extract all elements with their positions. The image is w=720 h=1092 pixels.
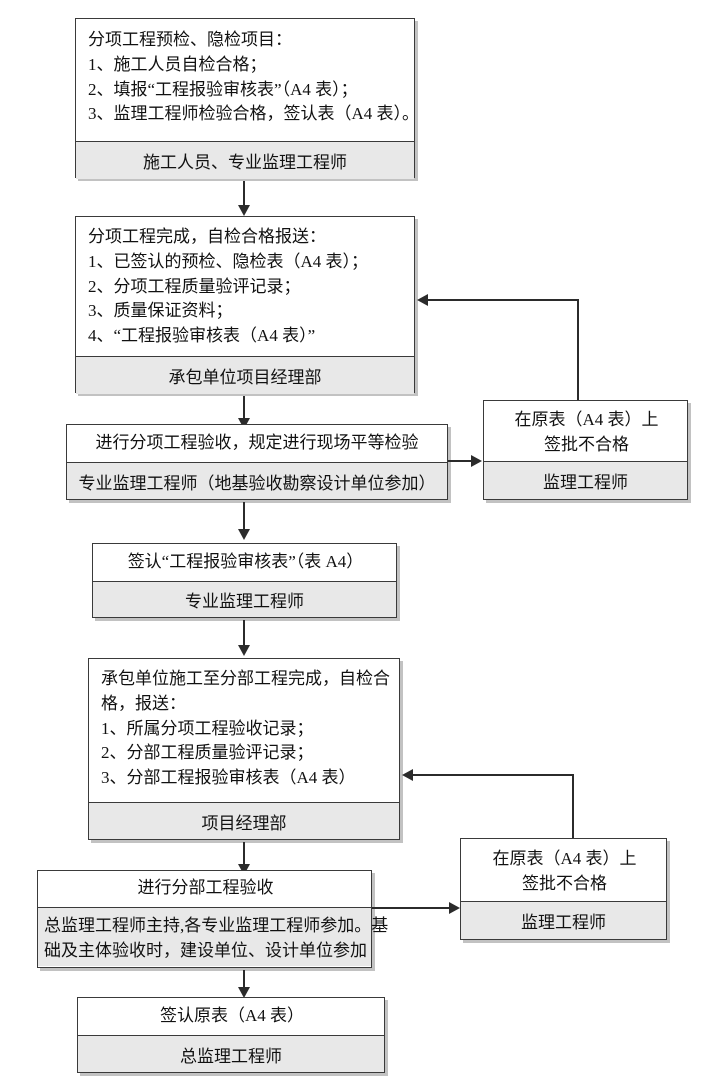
node2-line-1: 1、已签认的预检、隐检表（A4 表）；	[88, 251, 369, 271]
connector-node6-node7	[243, 970, 246, 990]
node7-actor: 总监理工程师	[78, 1035, 384, 1072]
reject1-body: 在原表（A4 表）上 签批不合格	[484, 401, 687, 461]
node1-line-0: 分项工程预检、隐检项目：	[88, 30, 292, 49]
node2-line-4: 4、“工程报验审核表（A4 表）”	[88, 326, 316, 346]
reject2-body: 在原表（A4 表）上 签批不合格	[461, 839, 666, 901]
feedback2-arrowhead	[402, 768, 413, 781]
feedback2-vertical	[572, 774, 575, 839]
node4-actor: 专业监理工程师	[93, 581, 396, 617]
node5-line-4: 3、分部工程报验审核表（A4 表）	[101, 768, 356, 788]
connector-node1-node2	[243, 181, 246, 208]
node3-line-0: 进行分项工程验收，规定进行现场平等检验	[95, 433, 419, 453]
node1-line-1: 1、施工人员自检合格；	[88, 54, 267, 74]
node1-line-2: 2、填报“工程报验审核表”（A4 表）；	[88, 79, 358, 99]
node4-body: 签认“工程报验审核表”（表 A4）	[93, 544, 396, 581]
node6-actor-line-0: 总监理工程师主持,各专业监理工程师参加。基	[44, 916, 389, 936]
arrow-node6-reject2	[449, 901, 460, 914]
reject2-line-1: 签批不合格	[522, 873, 607, 893]
node-reject-division: 在原表（A4 表）上 签批不合格 监理工程师	[460, 838, 667, 940]
connector-node5-node6	[243, 842, 246, 867]
node6-actor: 总监理工程师主持,各专业监理工程师参加。基 础及主体验收时，建设单位、设计单位参…	[38, 907, 388, 966]
node5-actor: 项目经理部	[89, 802, 399, 839]
connector-node2-node3	[243, 396, 246, 421]
reject1-line-1: 签批不合格	[544, 434, 629, 454]
node6-line-0: 进行分部工程验收	[137, 878, 274, 898]
feedback1-vertical	[577, 299, 580, 400]
node5-line-0: 承包单位施工至分部工程完成，自检合	[101, 669, 390, 688]
connector-node4-node5	[243, 620, 246, 648]
feedback1-horizontal	[428, 299, 579, 302]
node-subitem-acceptance: 进行分项工程验收，规定进行现场平等检验 专业监理工程师（地基验收勘察设计单位参加…	[66, 424, 448, 500]
node2-line-3: 3、质量保证资料；	[88, 301, 233, 321]
arrow-node4-node5	[237, 645, 250, 656]
node2-actor: 承包单位项目经理部	[76, 356, 414, 394]
node2-body: 分项工程完成，自检合格报送： 1、已签认的预检、隐检表（A4 表）； 2、分项工…	[76, 217, 414, 356]
node1-actor: 施工人员、专业监理工程师	[76, 141, 414, 179]
reject2-line-0: 在原表（A4 表）上	[492, 849, 637, 868]
node2-line-0: 分项工程完成，自检合格报送：	[88, 227, 326, 246]
node6-body: 进行分部工程验收	[38, 871, 371, 907]
node5-line-1: 格，报送：	[101, 693, 186, 713]
node-sign-original-form: 签认原表（A4 表） 总监理工程师	[77, 997, 385, 1073]
reject1-line-0: 在原表（A4 表）上	[514, 410, 659, 429]
node3-actor: 专业监理工程师（地基验收勘察设计单位参加）	[67, 462, 447, 499]
reject1-actor: 监理工程师	[484, 461, 687, 499]
node-division-acceptance: 进行分部工程验收 总监理工程师主持,各专业监理工程师参加。基 础及主体验收时，建…	[37, 870, 388, 968]
arrow-node1-node2	[237, 205, 250, 216]
node-subitem-complete-submit: 分项工程完成，自检合格报送： 1、已签认的预检、隐检表（A4 表）； 2、分项工…	[75, 216, 415, 394]
node-reject-subitem: 在原表（A4 表）上 签批不合格 监理工程师	[483, 400, 688, 500]
arrow-node5-node6	[237, 864, 250, 875]
node3-body: 进行分项工程验收，规定进行现场平等检验	[67, 425, 447, 462]
node1-line-3: 3、监理工程师检验合格，签认表（A4 表）。	[88, 104, 420, 124]
node4-line-0: 签认“工程报验审核表”（表 A4）	[127, 551, 364, 571]
node1-body: 分项工程预检、隐检项目： 1、施工人员自检合格； 2、填报“工程报验审核表”（A…	[76, 19, 420, 141]
connector-node3-node4	[243, 502, 246, 532]
node7-line-0: 签认原表（A4 表）	[159, 1005, 305, 1025]
arrow-node2-node3	[237, 418, 250, 429]
node5-body: 承包单位施工至分部工程完成，自检合 格，报送： 1、所属分项工程验收记录； 2、…	[89, 659, 399, 802]
node2-line-2: 2、分项工程质量验评记录；	[88, 276, 301, 296]
node6-actor-line-1: 础及主体验收时，建设单位、设计单位参加	[44, 941, 367, 960]
feedback2-horizontal	[413, 774, 574, 777]
node-subitem-precheck: 分项工程预检、隐检项目： 1、施工人员自检合格； 2、填报“工程报验审核表”（A…	[75, 18, 420, 179]
node5-line-2: 1、所属分项工程验收记录；	[101, 718, 314, 738]
connector-node6-reject2	[372, 907, 450, 910]
arrow-node3-node4	[237, 529, 250, 540]
feedback1-arrowhead	[417, 293, 428, 306]
connector-node3-reject1	[448, 460, 473, 463]
node-sign-report-form: 签认“工程报验审核表”（表 A4） 专业监理工程师	[92, 543, 397, 618]
arrow-node6-node7	[237, 987, 250, 998]
arrow-node3-reject1	[471, 454, 482, 467]
node7-body: 签认原表（A4 表）	[78, 998, 384, 1035]
node5-line-3: 2、分部工程质量验评记录；	[101, 743, 314, 763]
reject2-actor: 监理工程师	[461, 901, 666, 939]
node-division-complete-submit: 承包单位施工至分部工程完成，自检合 格，报送： 1、所属分项工程验收记录； 2、…	[88, 658, 400, 840]
